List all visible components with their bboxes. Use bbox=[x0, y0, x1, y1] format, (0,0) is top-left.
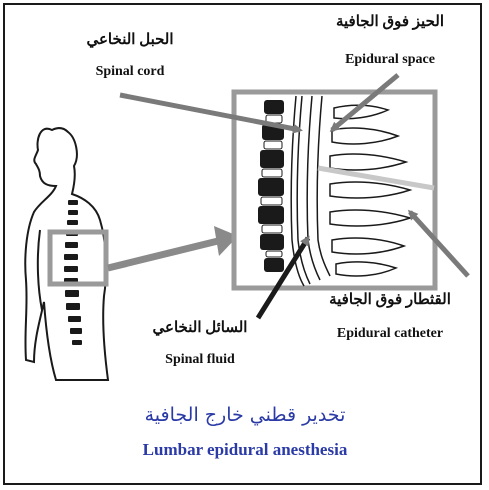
epidural-space-label-ar: الحيز فوق الجافية bbox=[300, 12, 480, 31]
title-ar: تخدير قطني خارج الجافية bbox=[40, 404, 450, 426]
spinal-cord-label-ar: الحبل النخاعي bbox=[30, 30, 230, 49]
spinal-cord-label-en: Spinal cord bbox=[30, 64, 230, 80]
spinal-fluid-label-en: Spinal fluid bbox=[110, 352, 290, 368]
epidural-catheter-label-en: Epidural catheter bbox=[300, 326, 480, 342]
small-spine bbox=[64, 200, 82, 345]
title-en: Lumbar epidural anesthesia bbox=[40, 440, 450, 460]
spinal-fluid-label-ar: السائل النخاعي bbox=[110, 318, 290, 337]
epidural-space-label-en: Epidural space bbox=[300, 52, 480, 68]
zoom-arrow bbox=[108, 226, 238, 268]
epidural-catheter-label-ar: القثطار فوق الجافية bbox=[300, 290, 480, 309]
